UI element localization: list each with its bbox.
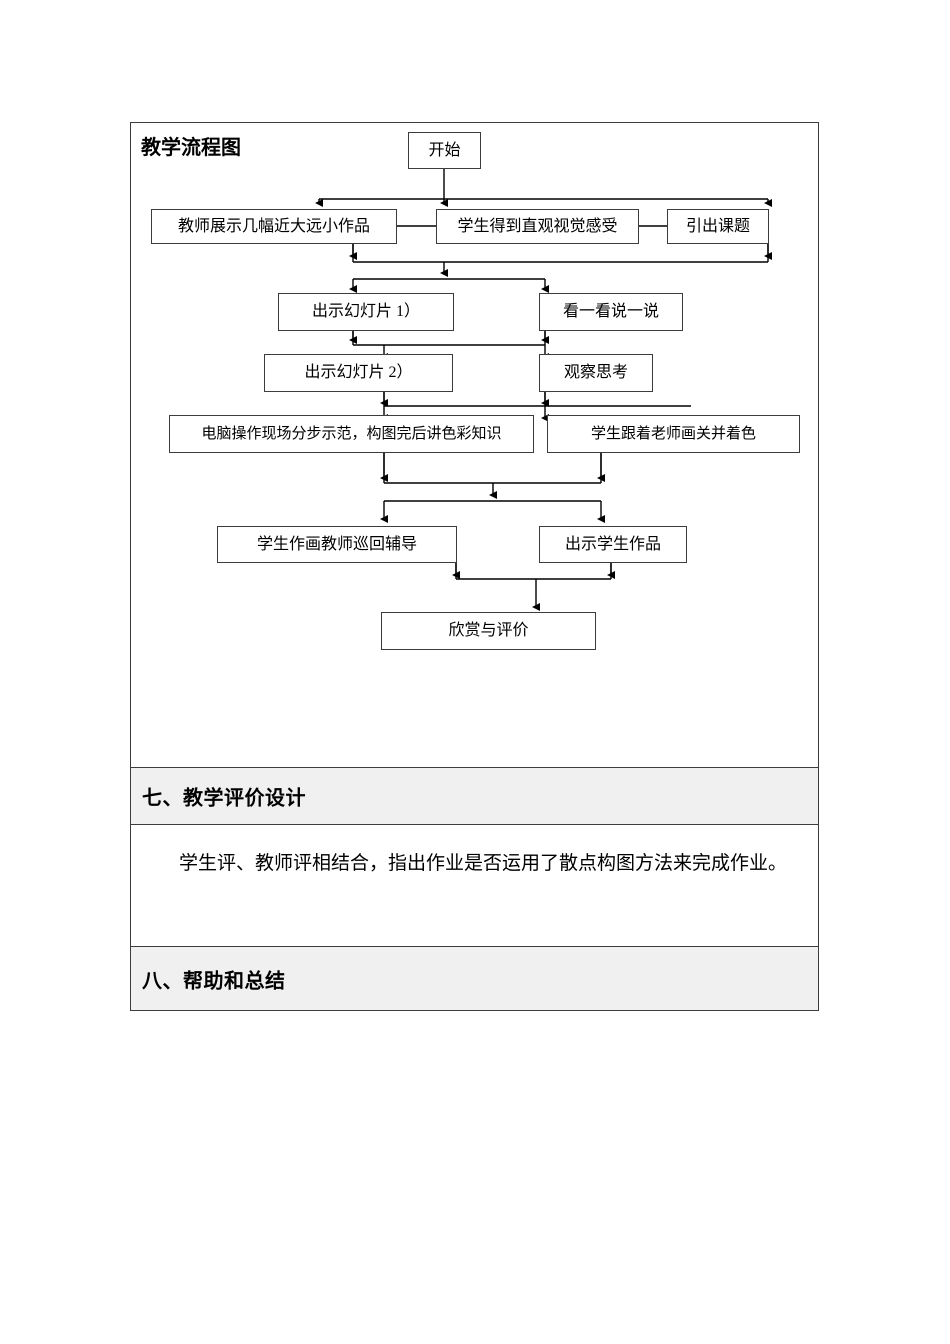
lesson-plan-table: 教学流程图	[130, 122, 819, 1011]
flow-node-appreciate-evaluate[interactable]: 欣赏与评价	[381, 612, 596, 650]
section-body-row-7: 学生评、教师评相结合，指出作业是否运用了散点构图方法来完成作业。	[131, 825, 818, 947]
flow-node-students-visual-feel[interactable]: 学生得到直观视觉感受	[436, 209, 639, 244]
flow-node-observe-think[interactable]: 观察思考	[539, 354, 653, 392]
flow-node-slide-1[interactable]: 出示幻灯片 1）	[278, 293, 454, 331]
section-8-heading: 八、帮助和总结	[142, 970, 286, 992]
section-7-body-text: 学生评、教师评相结合，指出作业是否运用了散点构图方法来完成作业。	[179, 853, 788, 874]
flow-node-show-student-works[interactable]: 出示学生作品	[539, 526, 687, 563]
flow-node-start[interactable]: 开始	[408, 132, 481, 169]
section-7-heading: 七、教学评价设计	[142, 787, 306, 810]
flow-node-teacher-shows-works[interactable]: 教师展示几幅近大远小作品	[151, 209, 397, 244]
flowchart-canvas: 开始 教师展示几幅近大远小作品 学生得到直观视觉感受 引出课题 出示幻灯片 1）…	[131, 123, 818, 766]
flow-node-look-and-talk[interactable]: 看一看说一说	[539, 293, 683, 331]
section-heading-row-7: 七、教学评价设计	[131, 768, 818, 825]
flowchart-connectors	[315, 169, 772, 611]
flow-node-students-follow-color[interactable]: 学生跟着老师画关并着色	[547, 415, 800, 453]
section-heading-row-8: 八、帮助和总结	[131, 947, 818, 1010]
flowchart-row: 教学流程图	[131, 123, 818, 768]
flow-node-students-draw-teacher-guides[interactable]: 学生作画教师巡回辅导	[217, 526, 457, 563]
flow-node-introduce-topic[interactable]: 引出课题	[667, 209, 769, 244]
flowchart-title: 教学流程图	[141, 137, 241, 159]
flow-node-slide-2[interactable]: 出示幻灯片 2）	[264, 354, 453, 392]
flow-node-computer-demo[interactable]: 电脑操作现场分步示范，构图完后讲色彩知识	[169, 415, 534, 453]
